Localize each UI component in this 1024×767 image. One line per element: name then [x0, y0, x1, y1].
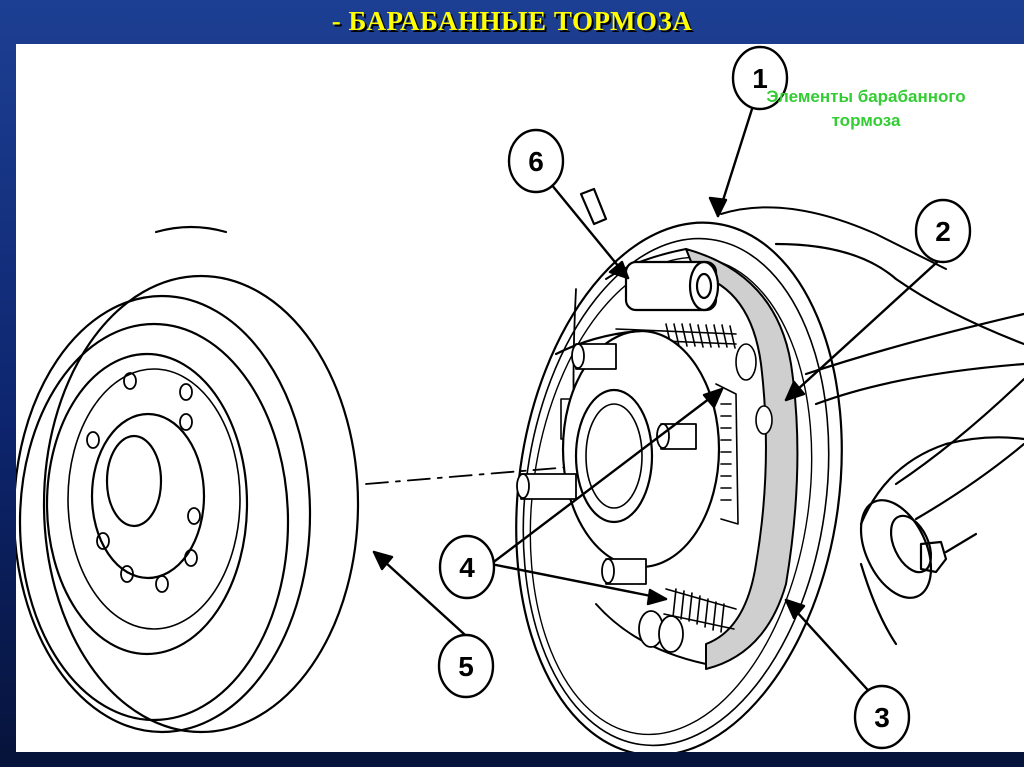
arm-bolt [859, 499, 978, 599]
wheel-cylinder [579, 187, 720, 312]
drum-brake-diagram: 1 6 2 4 5 3 [16, 45, 1024, 752]
callout-5-label: 5 [458, 651, 474, 682]
brake-drum [16, 225, 360, 734]
callout-6: 6 [507, 128, 565, 194]
callout-2-label: 2 [935, 216, 951, 247]
callout-6-label: 6 [528, 146, 544, 177]
callout-4-label: 4 [459, 552, 475, 583]
callout-1-label: 1 [752, 63, 768, 94]
slide-title: - БАРАБАННЫЕ ТОРМОЗА [331, 5, 693, 36]
callout-2: 2 [914, 198, 972, 264]
lower-anchor [638, 610, 684, 653]
diagram-panel: 1 6 2 4 5 3 Элементы барабан [16, 44, 1024, 752]
wheel-studs [516, 343, 697, 585]
callout-4: 4 [438, 534, 496, 600]
adjuster [560, 343, 773, 525]
title-bar: - БАРАБАННЫЕ ТОРМОЗА [0, 0, 1024, 42]
suspension-arm [720, 206, 1024, 646]
diagram-caption: Элементы барабанного тормоза [766, 87, 966, 130]
drum-bolt-holes [86, 372, 201, 593]
callout-5: 5 [437, 633, 495, 699]
callout-3-label: 3 [874, 702, 890, 733]
callout-1: 1 [731, 45, 789, 111]
callout-3: 3 [853, 684, 911, 750]
